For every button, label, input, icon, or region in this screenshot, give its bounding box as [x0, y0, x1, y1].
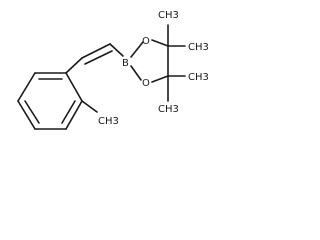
ring-double-bond	[61, 100, 76, 124]
methyl-label: CH3	[188, 42, 209, 53]
chemical-structure: CH3 B O O CH3 CH3 CH3 CH3	[17, 10, 209, 130]
methyl-label: CH3	[158, 10, 179, 21]
ring-bond	[17, 100, 36, 130]
methyl-label: CH3	[188, 72, 209, 83]
methyl-label: CH3	[98, 116, 119, 127]
vinyl-boron-bond	[109, 43, 124, 57]
dioxaborolane-ring	[130, 39, 169, 83]
b-o-bond	[130, 65, 142, 81]
benzene-ring	[17, 72, 83, 130]
o-c-bond	[151, 75, 169, 83]
aryl-vinyl-bond	[65, 57, 83, 74]
methyl-label: CH3	[158, 104, 179, 115]
b-o-bond	[130, 41, 144, 58]
methyl-bond	[81, 100, 98, 113]
oxygen-top-label: O	[142, 36, 150, 47]
vinyl-double-bond	[81, 43, 111, 59]
boron-label: B	[122, 58, 129, 69]
ring-bond	[65, 72, 83, 102]
oxygen-bottom-label: O	[142, 78, 150, 89]
ring-bond	[65, 100, 83, 130]
ring-bond	[17, 72, 36, 102]
structure-canvas: CH3 B O O CH3 CH3 CH3 CH3	[0, 0, 227, 137]
o-c-bond	[151, 39, 169, 47]
ring-double-bond	[24, 100, 40, 124]
vinyl-double-bond-inner	[84, 50, 113, 65]
